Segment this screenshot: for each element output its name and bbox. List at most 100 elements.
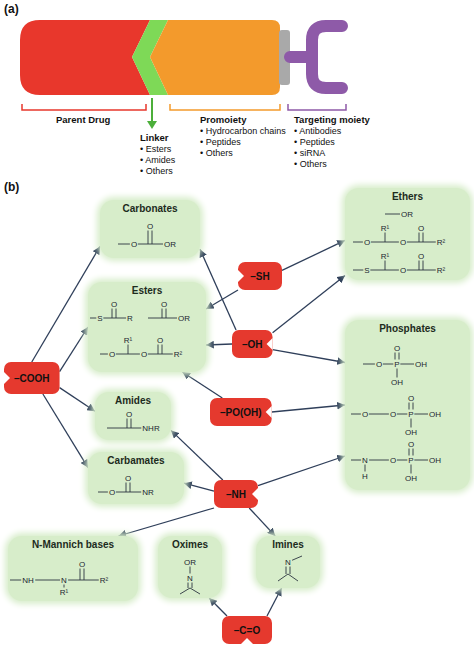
functional-group-notch [4,372,10,384]
atom-label: OH [414,360,428,369]
functional-group-body [214,480,258,508]
atom-label: O [375,360,383,369]
atom-label: O [399,266,407,275]
part-label: • siRNA [294,148,325,159]
atom-label: O [108,488,116,497]
class-title: Ethers [392,191,423,203]
functional-group-notch [267,338,273,350]
atom-label: N [361,456,369,465]
atom-label: N [284,558,292,567]
class-title: Amides [115,395,151,407]
atom-label: N [186,574,194,583]
atom-label: R² [99,576,109,585]
reaction-arrow [206,344,232,345]
atom-label: S [96,314,103,323]
atom-label: O [130,240,138,249]
atom-label: O [146,222,154,231]
atom-label: P [407,410,414,419]
functional-group: –OH [232,330,273,358]
atom-label: O [124,474,132,483]
bond-line [190,588,200,594]
reaction-arrow [282,240,345,270]
part-label: • Hydrocarbon chains [200,126,286,137]
atom-label: O [363,238,371,247]
part-label: • Esters [140,144,171,155]
atom-label: O [140,350,148,359]
functional-group-body [222,616,272,644]
reaction-arrow [249,508,275,536]
prodrug-class-box: IminesN [256,536,320,588]
atom-label: O [407,440,415,449]
targeting-bracket [288,104,346,110]
atom-label: P [393,360,400,369]
reaction-arrow [273,275,345,332]
atom-label: S [363,266,370,275]
atom-label: OH [428,456,442,465]
promoiety-bracket [170,104,280,110]
atom-label: R¹ [59,588,69,597]
atom-label: H [361,472,369,481]
atom-label: OR [177,314,191,323]
prodrug-class-box: AmidesO NHR [95,392,171,440]
functional-group: –SH [238,262,282,290]
reaction-arrow [273,350,345,363]
part-label: Promoiety [200,114,246,125]
atom-label: R¹ [380,224,390,233]
class-title: N-Mannich bases [32,539,114,551]
parent-drug-block [20,20,150,95]
prodrug-class-box: CarbamatesOO NR [88,452,184,504]
atom-label: O [108,350,116,359]
atom-label: O [389,456,397,465]
class-title: Phosphates [379,323,436,335]
atom-label: R [126,314,134,323]
bond-line [180,588,190,594]
targeting-moiety-shape [290,26,342,88]
atom-label: O [125,410,133,419]
part-label: • Peptides [200,137,241,148]
atom-label: O [407,394,415,403]
atom-label: OR [163,240,177,249]
atom-label: OH [404,474,418,483]
part-label: • Others [140,166,173,177]
functional-group: –COOH [4,362,60,394]
prodrug-class-box: EstersSOROOROR¹OOR² [88,282,206,372]
prodrug-class-box: EthersOROR¹OOR²SR¹OOR² [345,188,470,280]
bond-line [288,574,298,581]
class-title: Oximes [172,539,208,551]
atom-label: R² [436,238,446,247]
reaction-arrow [43,394,88,468]
prodrug-class-box: OximesOR N [158,536,222,598]
functional-group: –PO(OH) [210,398,272,426]
atom-label: NR [141,488,155,497]
part-label: Linker [140,132,169,143]
class-title: Imines [272,539,304,551]
functional-group-notch [266,406,272,418]
promoiety-block [150,20,280,95]
atom-label: OH [428,410,442,419]
functional-group-notch [252,488,258,500]
class-title: Carbonates [122,203,177,215]
atom-label: O [361,410,369,419]
class-title: Carbamates [107,455,164,467]
prodrug-class-box: PhosphatesOOPOHOHOOOPOHOHNHOOPOHOH [345,320,470,490]
atom-label: R² [436,266,446,275]
group-formula: –PO(OH) [220,407,262,418]
atom-label: OR [400,210,414,219]
atom-label: O [110,300,118,309]
functional-group-body [4,362,60,394]
atom-label: N [60,576,68,585]
atom-label: OH [390,378,404,387]
atom-label: NHR [141,424,160,433]
atom-label: R² [173,350,183,359]
atom-label: OR [183,558,197,567]
parent-drug-bracket [22,104,146,110]
atom-label: OH [404,428,418,437]
group-formula: –COOH [14,373,50,384]
atom-label: NH [21,576,35,585]
atom-label: O [417,224,425,233]
group-formula: –SH [250,271,269,282]
group-formula: –OH [242,339,263,350]
reaction-arrow [60,327,88,372]
atom-label: R¹ [123,336,133,345]
reaction-arrow [272,405,345,412]
